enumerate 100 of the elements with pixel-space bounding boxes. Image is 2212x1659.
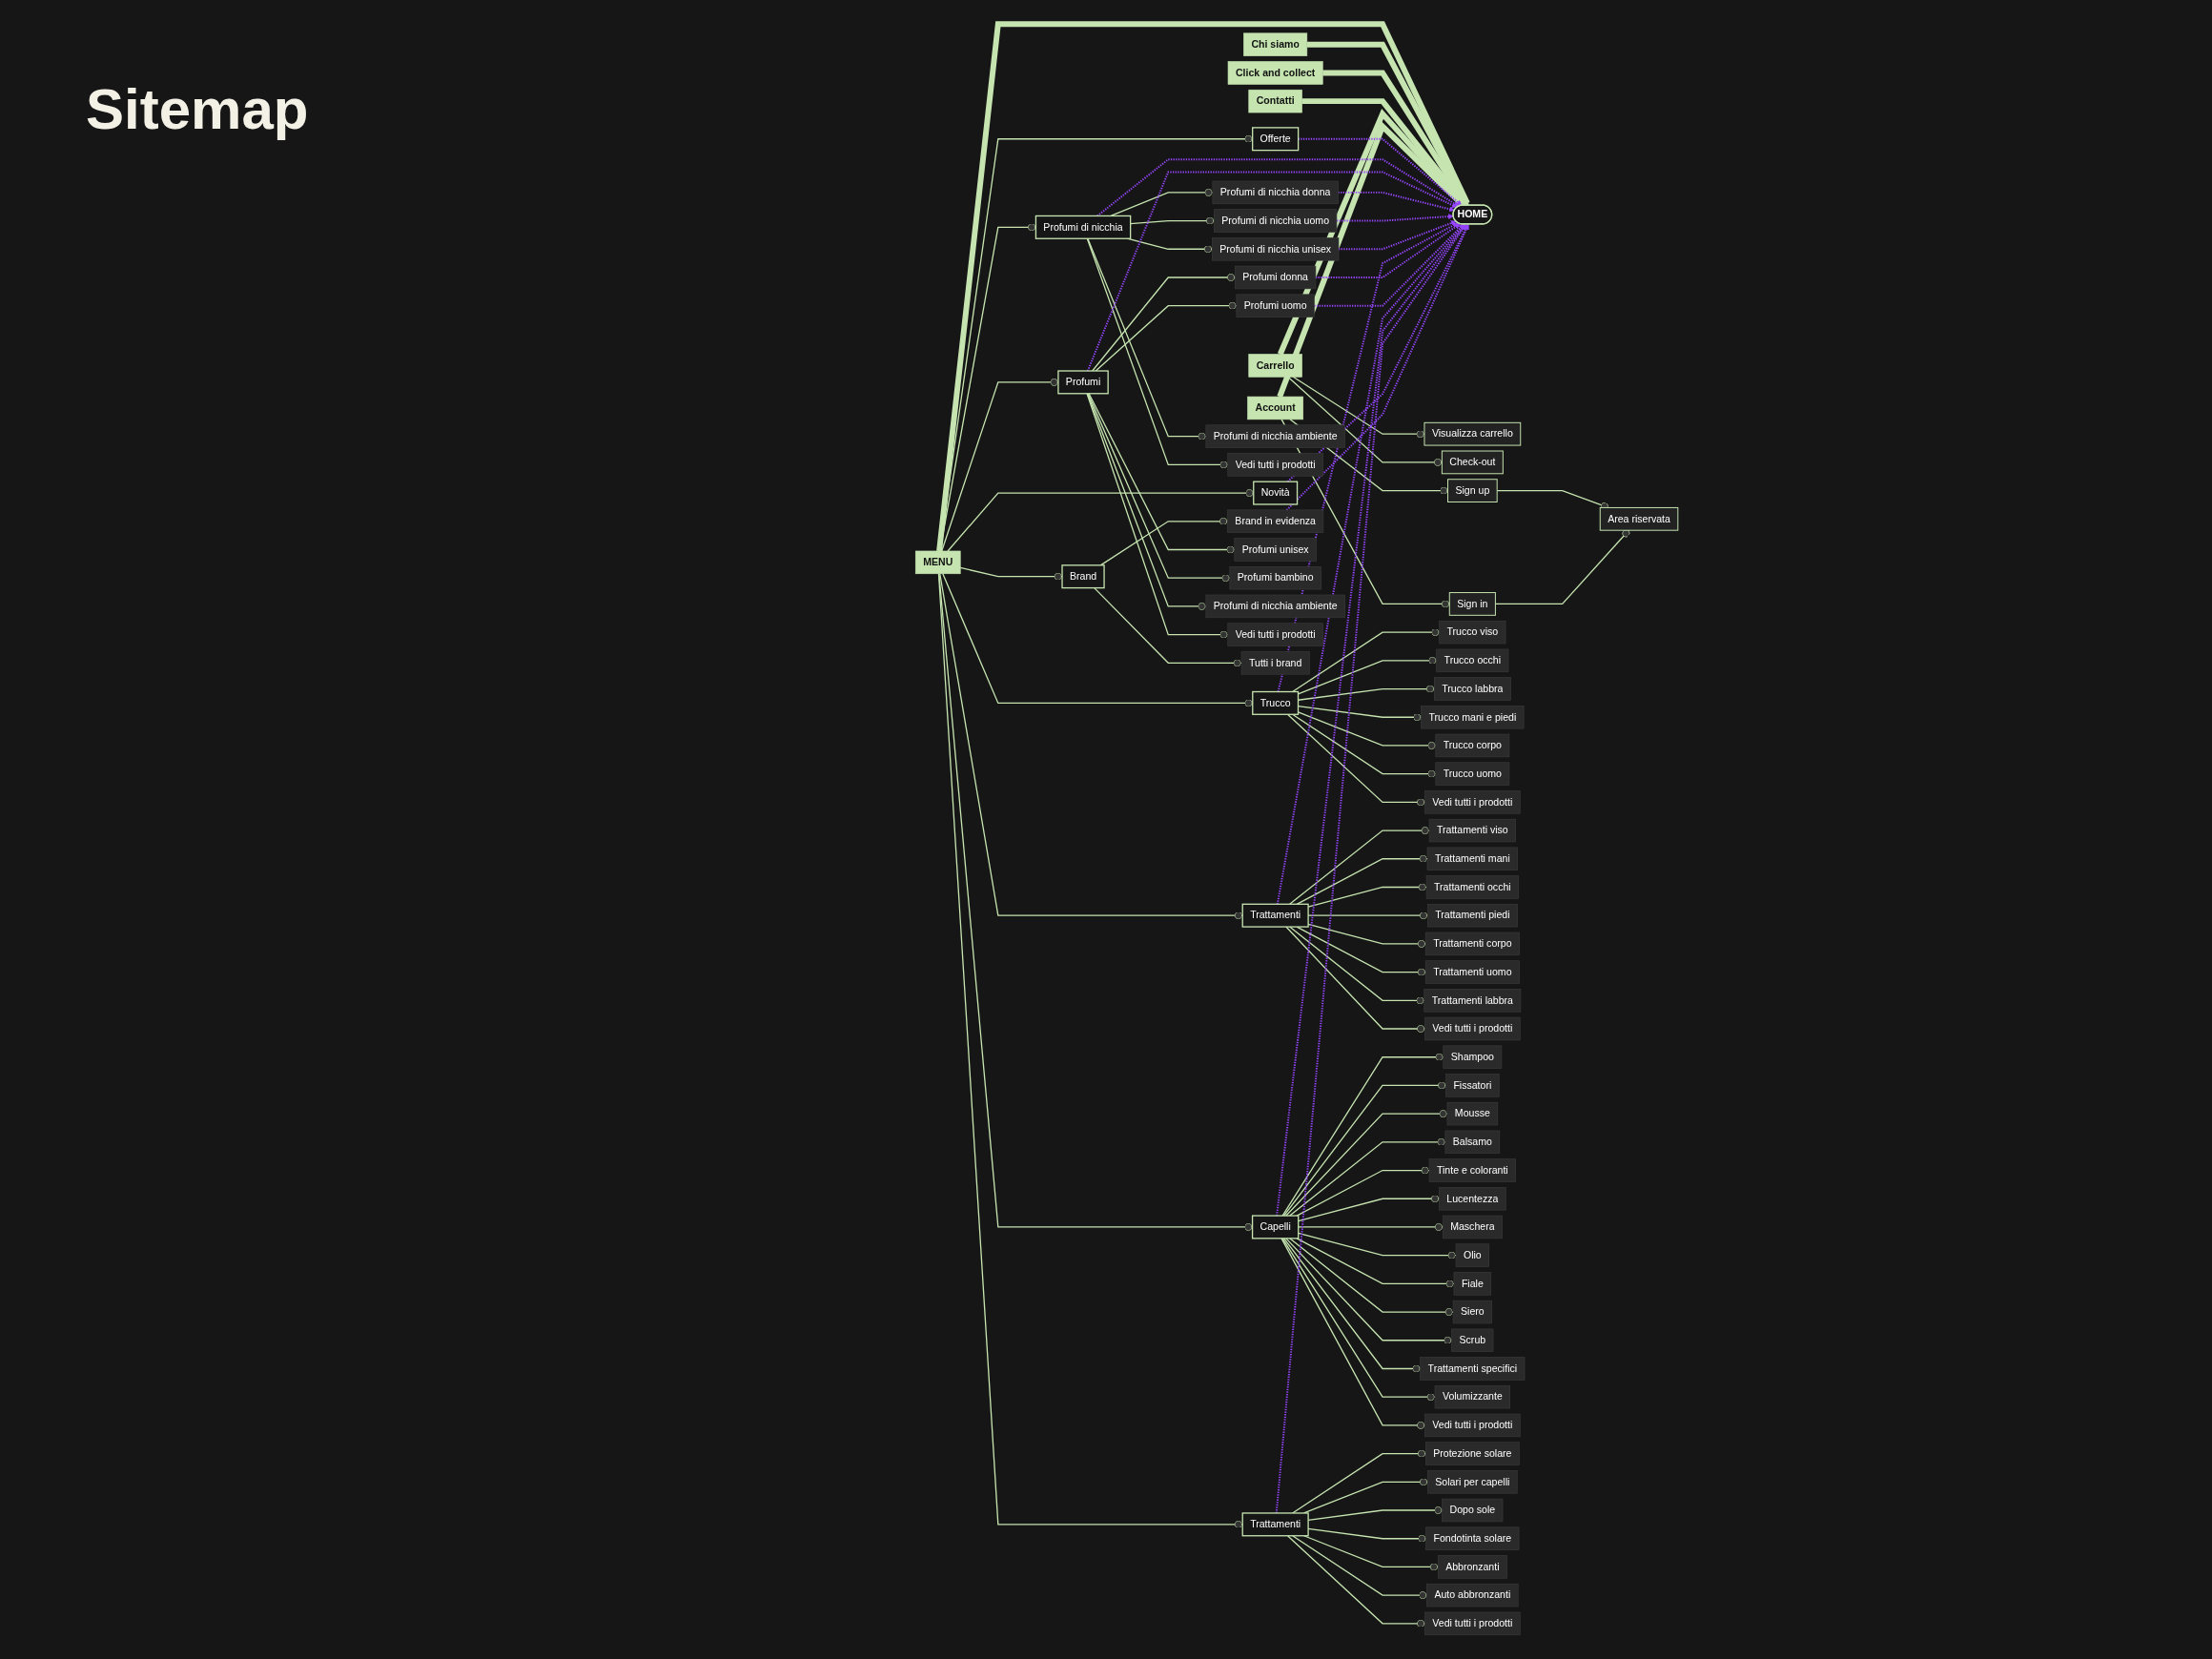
- connector: [1288, 926, 1425, 1005]
- node-box: Trucco: [1252, 690, 1300, 715]
- node-box: Trucco uomo: [1435, 762, 1510, 786]
- node-box: Profumi di nicchia ambiente: [1205, 424, 1345, 448]
- node-box: Trattamenti specifici: [1420, 1357, 1526, 1381]
- node-box: Trattamenti: [1241, 903, 1309, 928]
- node-box: Balsamo: [1444, 1130, 1501, 1155]
- connector: [1285, 926, 1426, 1033]
- node-box: Fissatori: [1445, 1074, 1500, 1097]
- connector: [1095, 301, 1238, 372]
- node-box: Profumi uomo: [1236, 294, 1315, 317]
- node-box: Mousse: [1446, 1101, 1499, 1126]
- node-box: Vedi tutti i prodotti: [1227, 623, 1323, 646]
- arrow: [1277, 121, 1464, 399]
- connector: [1087, 237, 1207, 440]
- node-box: Vedi tutti i prodotti: [1424, 1016, 1521, 1041]
- node-box: Maschera: [1442, 1215, 1503, 1239]
- node-box: Profumi bambino: [1229, 565, 1321, 590]
- title: Sitemap: [86, 76, 309, 142]
- connector: [1286, 1535, 1426, 1628]
- node-box: Fondotinta solare: [1425, 1526, 1520, 1550]
- node-box: Novità: [1253, 481, 1299, 505]
- connector: [1291, 713, 1437, 778]
- connector: [1281, 1238, 1436, 1402]
- node-box: Carrello: [1248, 354, 1302, 378]
- connector: [1086, 393, 1229, 639]
- node-box: Chi siamo: [1243, 32, 1308, 56]
- connector: [937, 573, 1243, 1528]
- node-box: Trucco mani e piedi: [1421, 706, 1525, 729]
- connector: [1288, 827, 1430, 905]
- connector: [1292, 376, 1425, 439]
- node-box: Profumi di nicchia unisex: [1211, 237, 1340, 261]
- connector: [1286, 713, 1426, 807]
- connector: [1086, 393, 1207, 610]
- node-box: Solari per capelli: [1427, 1470, 1518, 1494]
- connector: [1288, 1238, 1454, 1317]
- node-box: Check-out: [1441, 450, 1504, 475]
- node-box: Vedi tutti i prodotti: [1424, 790, 1521, 814]
- node-box: Trattamenti: [1241, 1512, 1309, 1537]
- arrow: [1276, 223, 1466, 1218]
- node-box: Account: [1247, 396, 1303, 420]
- connector: [1298, 1232, 1457, 1260]
- node-box: Trattamenti mani: [1426, 847, 1518, 870]
- node-box: Visualizza carrello: [1423, 421, 1522, 446]
- node-box: Vedi tutti i prodotti: [1424, 1413, 1521, 1438]
- connector: [1494, 529, 1630, 605]
- node-box: Trucco occhi: [1436, 648, 1509, 673]
- node-box: Shampoo: [1443, 1045, 1503, 1069]
- node-box: Profumi di nicchia ambiente: [1205, 594, 1345, 619]
- node-box: Protezione solare: [1424, 1442, 1520, 1465]
- arrow: [1276, 223, 1465, 906]
- connector: [1291, 1535, 1428, 1600]
- connector: [1302, 1535, 1439, 1571]
- node-box: Tinte e coloranti: [1428, 1158, 1516, 1182]
- connector: [1298, 1222, 1444, 1231]
- node-box: Tutti i brand: [1240, 651, 1310, 675]
- node-box: Scrub: [1451, 1328, 1494, 1352]
- connector: [1281, 1053, 1444, 1217]
- connector: [1110, 188, 1214, 217]
- connector: [1296, 1238, 1455, 1288]
- node-box: Profumi unisex: [1234, 538, 1317, 562]
- connector: [1282, 1081, 1447, 1217]
- node-box: Contatti: [1248, 89, 1302, 113]
- connector: [1285, 1238, 1453, 1344]
- connector: [939, 573, 1243, 920]
- connector: [1291, 1449, 1426, 1514]
- connector: [1285, 1110, 1448, 1217]
- node-box: Sign in: [1448, 592, 1496, 616]
- connector: [1091, 274, 1236, 372]
- connector: [1287, 376, 1443, 466]
- connector: [1094, 586, 1242, 667]
- connector: [1088, 393, 1236, 554]
- connector: [1288, 1137, 1446, 1217]
- node-box: Click and collect: [1227, 61, 1323, 85]
- connector: [1086, 237, 1229, 469]
- arrow: [1096, 158, 1460, 217]
- node-box: MENU: [914, 550, 961, 575]
- node-box: Trattamenti uomo: [1424, 960, 1520, 984]
- node-box: Offerte: [1251, 127, 1300, 152]
- connector: [1296, 1166, 1430, 1217]
- arrow: [1086, 171, 1458, 372]
- node-box: Profumi donna: [1235, 265, 1317, 290]
- connector: [1282, 1238, 1422, 1373]
- node-box: Dopo sole: [1442, 1498, 1504, 1523]
- node-box: Trattamenti occhi: [1425, 875, 1519, 899]
- connector: [1296, 854, 1428, 905]
- connector: [1307, 883, 1427, 908]
- node-box: Capelli: [1251, 1215, 1300, 1239]
- node-box: Vedi tutti i prodotti: [1227, 453, 1323, 477]
- node-box: Vedi tutti i prodotti: [1424, 1611, 1521, 1636]
- connector: [1298, 1195, 1440, 1222]
- arrow: [936, 21, 1470, 552]
- node-box: Lucentezza: [1439, 1187, 1506, 1211]
- node-box: Trattamenti piedi: [1426, 903, 1518, 928]
- node-box: Fiale: [1453, 1272, 1491, 1296]
- node-box: Auto abbronzanti: [1426, 1583, 1519, 1608]
- node-box: Trucco viso: [1439, 620, 1506, 645]
- connector: [1296, 926, 1426, 976]
- arrow: [1275, 223, 1466, 1514]
- node-box: Trucco corpo: [1435, 733, 1510, 758]
